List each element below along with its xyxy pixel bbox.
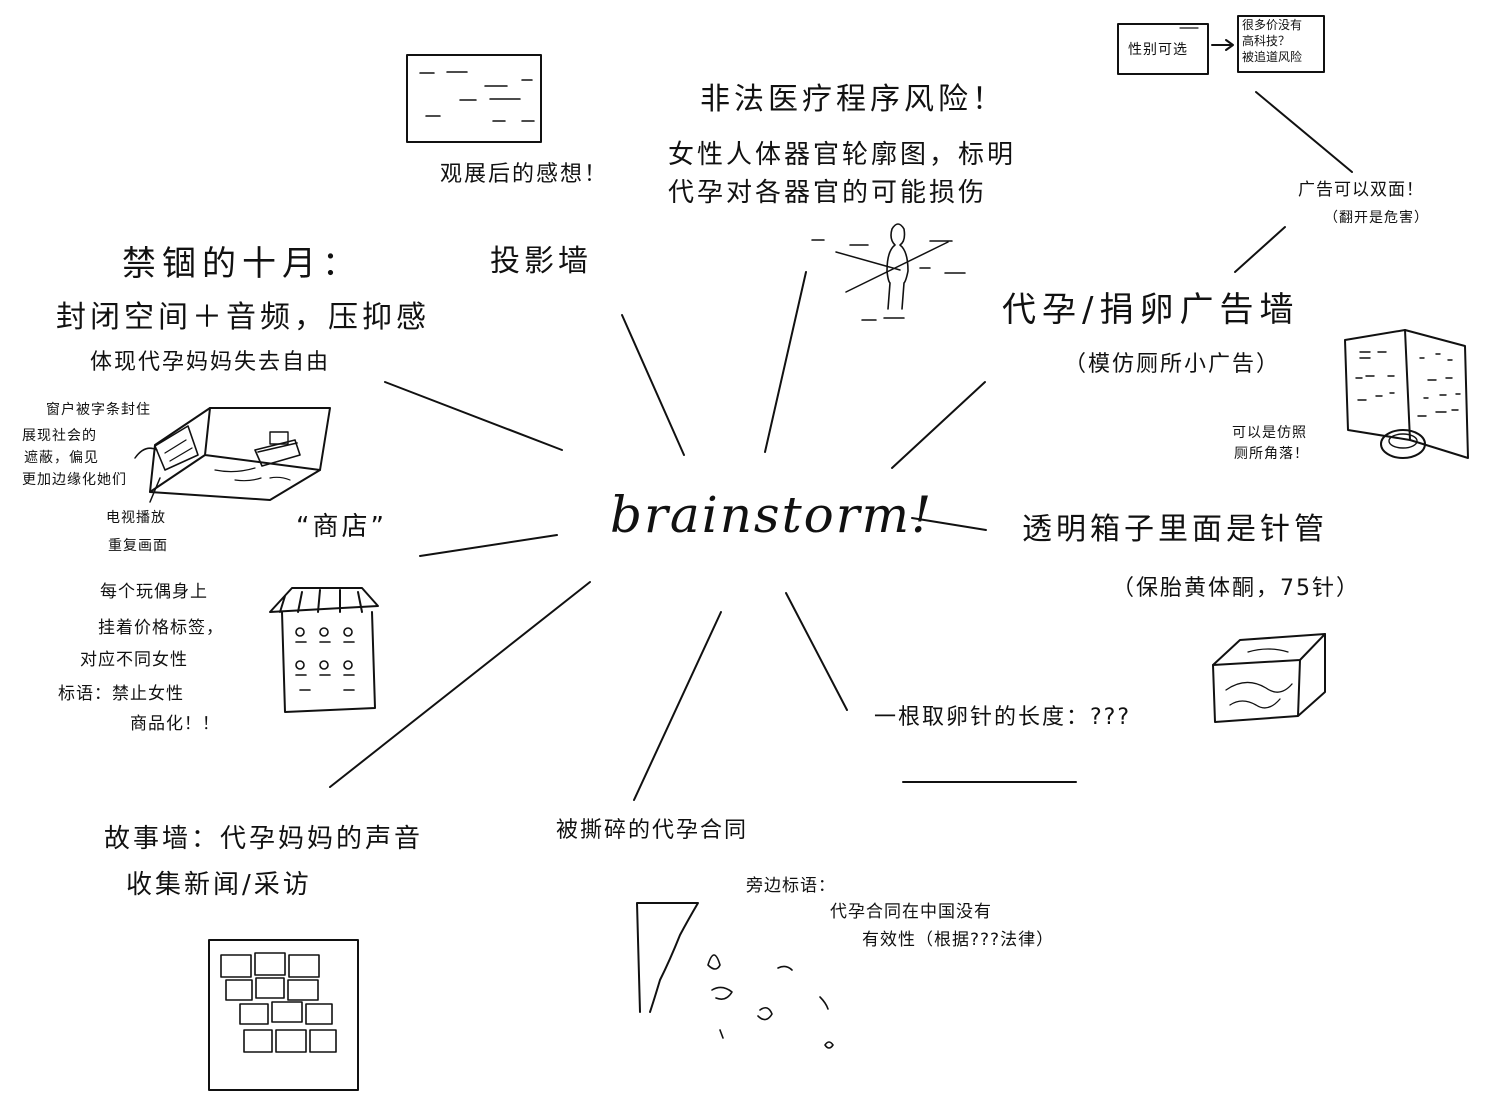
box-subtitle: （保胎黄体酮，75针） [1112,576,1360,601]
ad-example-boxes [1117,15,1325,75]
contract-slogan-line2: 有效性（根据???法律） [862,930,1055,950]
box-title: 透明箱子里面是针管 [1022,512,1328,547]
shop-sketch [269,587,379,713]
contract-title: 被撕碎的代孕合同 [556,818,749,843]
connector-illegal [764,271,807,453]
ad-wall-corner-sketch [1344,329,1469,459]
story-line1: 故事墙：代孕妈妈的声音 [104,824,424,854]
torn-contract-sketch [636,902,834,1049]
ad-toilet-line1: 可以是仿照 [1232,425,1307,441]
shop-line3: 对应不同女性 [80,650,188,670]
projection-note: 观展后的感想！ [440,162,609,187]
projection-screen-sketch [406,54,542,143]
illegal-line1: 女性人体器官轮廓图，标明 [668,140,1017,170]
confined-title: 禁锢的十月： [122,244,362,284]
ad-box-left-text: 性别可选 [1128,42,1188,58]
confined-room-sketch [134,407,331,503]
shop-line2: 挂着价格标签， [98,618,224,638]
needle-title: 一根取卵针的长度：??? [874,705,1132,730]
confined-window-note: 窗户被字条封住 [46,402,151,418]
ad-box-right-line1: 很多价没有 [1242,18,1303,32]
ad-double-sided-line1: 广告可以双面！ [1298,180,1424,200]
connectors [329,91,1353,801]
center-title: brainstorm! [610,486,934,544]
connector-ad-wall [891,381,986,469]
connector-ad-note [1234,226,1286,273]
connector-shop [419,534,558,557]
shop-title: “商店” [296,512,387,542]
illegal-line2: 代孕对各器官的可能损伤 [668,178,988,208]
projection-title: 投影墙 [490,244,592,279]
confined-line1: 封闭空间＋音频，压抑感 [56,300,430,335]
story-wall-sketch [208,939,359,1091]
transparent-box-sketch [1212,633,1326,723]
connector-ad-note-top [1255,91,1353,173]
illegal-title: 非法医疗程序风险！ [700,82,1006,117]
ad-box-right-line3: 被追道风险 [1242,50,1303,64]
confined-tv-line2: 重复画面 [108,538,168,554]
connector-contract [633,611,722,801]
confined-tv-line1: 电视播放 [106,510,166,526]
shop-line5: 商品化！！ [130,714,220,734]
ad-toilet-line2: 厕所角落！ [1234,446,1309,462]
confined-social-line2: 遮蔽，偏见 [24,450,99,466]
confined-social-line1: 展现社会的 [22,428,97,444]
connector-needle [785,592,848,711]
confined-line2: 体现代孕妈妈失去自由 [90,350,331,375]
ad-wall-title: 代孕/捐卵广告墙 [1002,290,1300,330]
confined-social-line3: 更加边缘化她们 [22,472,127,488]
contract-slogan-label: 旁边标语： [746,876,836,896]
connector-story [329,581,591,788]
ad-double-sided-line2: （翻开是危害） [1324,210,1429,226]
story-line2: 收集新闻/采访 [126,870,312,900]
human-body-sketch [811,223,966,321]
ad-wall-subtitle: （模仿厕所小广告） [1064,352,1281,377]
shop-line1: 每个玩偶身上 [100,582,208,602]
connector-projection [621,314,685,456]
ad-box-right-line2: 高科技？ [1242,34,1291,48]
connector-confined [384,381,563,451]
connector-box [911,517,987,531]
contract-slogan-line1: 代孕合同在中国没有 [830,902,992,922]
shop-line4: 标语：禁止女性 [58,684,184,704]
